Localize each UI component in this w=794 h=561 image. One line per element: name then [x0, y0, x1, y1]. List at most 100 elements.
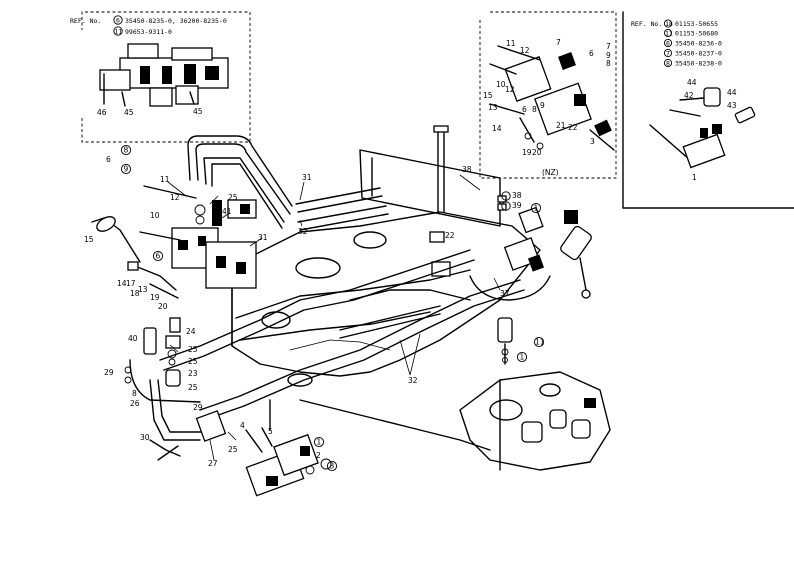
coupler-parts: [469, 195, 592, 365]
callout-37: 37: [500, 289, 510, 298]
nz-label-10: 10: [496, 80, 506, 89]
tr-label-43: 43: [727, 101, 737, 110]
inset-top-right-ref: REF. No. 18 01153-50655 11 01153-50680 6…: [622, 11, 794, 209]
ref2-prefix: REF. No.: [631, 20, 662, 28]
callout-25: 25: [228, 193, 238, 202]
nz-label-6a: 6: [589, 49, 594, 58]
ref-circled-11: 11: [115, 28, 123, 36]
svg-text:01153-50680: 01153-50680: [675, 30, 718, 38]
callout-24: 24: [186, 327, 196, 336]
callout-25c: 25: [188, 383, 198, 392]
callout-15: 15: [84, 235, 94, 244]
ref2-row-2: 6 35450-8236-0: [663, 38, 722, 48]
nz-label-9a: 9: [606, 51, 611, 60]
callout-6: 6: [156, 252, 161, 261]
ref2-row-0: 18 01153-50655: [663, 19, 718, 28]
callout-19: 19: [150, 293, 160, 302]
callout-1b: 1: [317, 438, 322, 447]
callout-11: 11: [160, 175, 170, 184]
nz-label-21: 21: [556, 121, 566, 130]
nz-label-11: 11: [506, 39, 516, 48]
callout-1a: 1: [534, 204, 539, 213]
callout-14: 14: [117, 279, 127, 288]
nz-label-7a: 7: [556, 38, 561, 47]
svg-text:7: 7: [666, 50, 670, 58]
callout-38: 38: [462, 165, 472, 174]
ref-values-1: 35450-8235-0, 36200-8235-0: [125, 17, 227, 25]
inset-control-valve-ref: REF. No. 6 35450-8235-0, 36200-8235-0 11…: [70, 11, 251, 143]
nz-label-20: 20: [532, 148, 542, 157]
nz-title: (NZ): [542, 168, 559, 177]
callout-8b: 8: [132, 389, 137, 398]
nz-label-14: 14: [492, 124, 502, 133]
callout-41: 41: [222, 207, 232, 216]
ref2-row-3: 7 35450-8237-0: [663, 48, 722, 58]
callout-32a: 32: [298, 227, 308, 236]
ref-circle-11: [113, 26, 123, 36]
svg-text:11: 11: [665, 30, 673, 38]
ref2-row-4: 8 35450-8238-0: [663, 58, 722, 68]
callout-5: 5: [268, 427, 273, 436]
nz-label-13: 13: [488, 103, 498, 112]
inset-label-46: 46: [97, 108, 107, 117]
leader-lines: [167, 174, 501, 461]
ref-circle-6: [113, 15, 123, 25]
callouts-right: 11 1: [516, 336, 545, 363]
nz-label-12a: 12: [520, 46, 530, 55]
callout-13: 13: [138, 285, 148, 294]
nz-label-3: 3: [590, 137, 595, 146]
callout-4: 4: [240, 421, 245, 430]
callout-38b: 38: [512, 191, 522, 200]
nz-label-8b: 8: [532, 105, 537, 114]
inset-label-45a: 45: [124, 108, 134, 117]
hydraulic-housing: [459, 371, 611, 471]
svg-text:35450-8236-0: 35450-8236-0: [675, 40, 722, 48]
nz-label-6b: 6: [522, 105, 527, 114]
svg-text:35450-8237-0: 35450-8237-0: [675, 50, 722, 58]
nz-label-22: 22: [568, 123, 578, 132]
nz-label-7b: 7: [606, 42, 611, 51]
tr-label-44a: 44: [687, 78, 697, 87]
nz-label-19: 19: [522, 148, 532, 157]
ref-circled-6: 6: [116, 17, 120, 25]
callout-8: 8: [124, 146, 129, 155]
callout-12: 12: [170, 193, 180, 202]
callout-25b: 25: [188, 357, 198, 366]
callouts-left: 8 9 6 11 25 12 41 10 15 6 31 14 13 19 20…: [84, 144, 268, 311]
callout-17: 17: [126, 279, 136, 288]
svg-text:01153-50655: 01153-50655: [675, 20, 718, 28]
svg-text:35450-8238-0: 35450-8238-0: [675, 60, 722, 68]
tr-label-42: 42: [684, 91, 694, 100]
callout-32b: 32: [408, 376, 418, 385]
valve-block-right: [205, 241, 257, 289]
callouts-lower: 40 24 25 25 23 25 29 8 26 29 30 27 25 4 …: [104, 327, 338, 472]
ref2-row-1: 11 01153-50680: [663, 28, 718, 38]
ref-value-2: 99653-9311-0: [125, 28, 172, 36]
callout-25d: 25: [228, 445, 238, 454]
callout-31a: 31: [258, 233, 268, 242]
callout-30: 30: [140, 433, 150, 442]
nz-label-9b: 9: [540, 101, 545, 110]
callout-1c: 1: [520, 353, 525, 362]
callout-2: 2: [316, 451, 321, 460]
callout-10: 10: [150, 211, 160, 220]
ref-prefix-1: REF. No.: [70, 17, 101, 25]
callouts-center: 31 32 38 38 39 22 1 37 32: [298, 165, 542, 385]
svg-text:8: 8: [666, 60, 670, 68]
callout-11b: 11: [535, 338, 545, 347]
nz-label-15: 15: [483, 91, 493, 100]
callout-29a: 29: [104, 368, 114, 377]
callout-20: 20: [158, 302, 168, 311]
callout-31: 31: [302, 173, 312, 182]
tr-label-44b: 44: [727, 88, 737, 97]
callout-25a: 25: [188, 345, 198, 354]
tr-label-1: 1: [692, 173, 697, 182]
callout-3: 3: [330, 462, 335, 471]
inset-nz-variant: (NZ) 11 12 7 6 7 8 9 10 12 15 13 14 6 8 …: [479, 11, 617, 179]
svg-text:6: 6: [666, 40, 670, 48]
callout-27: 27: [208, 459, 218, 468]
control-valve-assembly: [91, 185, 257, 299]
callout-40: 40: [128, 334, 138, 343]
callout-39: 39: [512, 201, 522, 210]
callout-23: 23: [188, 369, 198, 378]
